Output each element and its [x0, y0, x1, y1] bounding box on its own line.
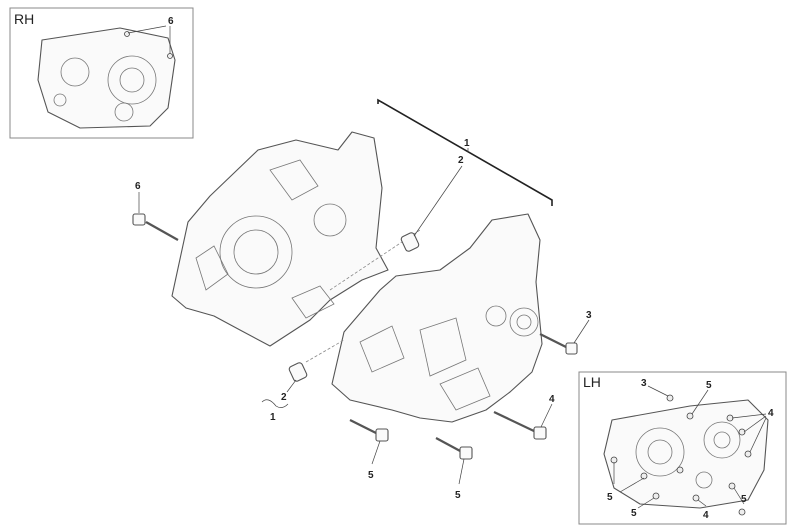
rh-inset-callout-6: 6: [168, 16, 174, 27]
lh-inset-callout-4-bottom: 4: [703, 510, 709, 521]
dowel-pin-lower: [288, 362, 308, 382]
callout-screw-3: 3: [586, 310, 592, 321]
callout-screw-5-left: 5: [368, 470, 374, 481]
lh-inset-title: LH: [583, 374, 601, 390]
rh-case-thumbnail: [37, 27, 176, 129]
lh-inset-callout-5-bottom: 5: [631, 508, 637, 519]
callout-dowel-upper: 2: [458, 155, 464, 166]
callout-screw-6: 6: [135, 181, 141, 192]
screw-5-bottom-right: [435, 437, 473, 460]
screw-4-lower-right: [493, 411, 547, 440]
callout-screw-5-right: 5: [455, 490, 461, 501]
rh-crankcase-half: [171, 131, 421, 347]
callout-assembly: 1: [464, 138, 470, 149]
lh-inset-callout-4-right: 4: [768, 408, 774, 419]
screw-5-bottom-left: [349, 419, 389, 442]
lh-inset-callout-5-top: 5: [706, 380, 712, 391]
screw-6-left: [132, 213, 179, 241]
lh-inset-callout-5-left: 5: [607, 492, 613, 503]
rh-inset: RH 6: [9, 7, 194, 139]
assembly-bracket: 1: [377, 98, 553, 206]
lh-case-thumbnail: [603, 394, 769, 516]
rh-inset-title: RH: [14, 11, 34, 27]
lh-crankcase-half: [305, 213, 543, 423]
dowel-pin-upper: [400, 232, 420, 252]
callout-dowel-lower: 2: [281, 392, 287, 403]
lh-inset-callout-5-right: 5: [741, 494, 747, 505]
lh-inset: LH 3 5 4 4: [578, 371, 787, 525]
callout-screw-4: 4: [549, 394, 555, 405]
callout-assembly-alt: 1: [270, 412, 276, 423]
screw-3-right: [539, 333, 578, 355]
lh-inset-callout-3: 3: [641, 378, 647, 389]
